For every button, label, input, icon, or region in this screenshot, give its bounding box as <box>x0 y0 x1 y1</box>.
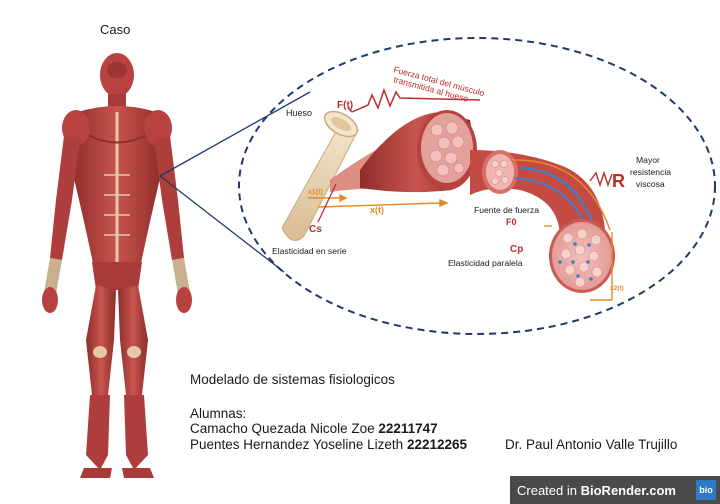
zoom-oval <box>238 37 716 335</box>
fuente-label: Fuente de fuerza <box>474 205 539 215</box>
f-t-label: F(t) <box>337 100 353 111</box>
professor-name: Dr. Paul Antonio Valle Trujillo <box>505 437 678 452</box>
muscle-belly <box>360 110 477 193</box>
bone-shape <box>281 110 359 241</box>
badge-prefix: Created in <box>517 482 577 498</box>
cs-pointer <box>317 183 337 223</box>
caso-label: Caso <box>100 22 131 37</box>
zoom-line-top <box>159 91 311 177</box>
force-spring <box>351 87 481 113</box>
badge-brand: BioRender.com <box>580 482 676 498</box>
badge-text: Created in BioRender.com <box>510 483 676 498</box>
biorender-badge[interactable]: Created in BioRender.com bio <box>510 476 720 504</box>
displacement-arrows <box>308 193 613 301</box>
r-label: R <box>612 171 625 191</box>
student-2-id: 22212265 <box>406 437 468 452</box>
r-desc-3: viscosa <box>636 179 665 189</box>
r-desc-2: resistencia <box>630 167 671 177</box>
students-heading: Alumnas: <box>190 406 247 421</box>
cs-label: Cs <box>309 224 322 235</box>
x2t-label: x2(t) <box>610 285 624 292</box>
r-desc-1: Mayor <box>636 155 660 165</box>
cp-desc-label: Elasticidad paralela <box>448 258 523 268</box>
f0-label: F0 <box>506 217 517 227</box>
student-2-name: Puentes Hernandez Yoseline Lizeth <box>190 437 404 452</box>
cs-desc-label: Elasticidad en serie <box>272 246 347 256</box>
xt-label: x(t) <box>370 205 384 215</box>
hueso-label: Hueso <box>286 108 312 118</box>
cp-label: Cp <box>510 244 523 255</box>
x1t-label: x1(t) <box>308 189 323 196</box>
course-title: Modelado de sistemas fisiologicos <box>190 372 395 387</box>
student-1-id: 22211747 <box>378 421 438 436</box>
biorender-logo-icon: bio <box>696 480 716 500</box>
human-figure <box>42 53 192 478</box>
student-1-name: Camacho Quezada Nicole Zoe <box>190 421 375 436</box>
viscous-spring <box>589 170 613 188</box>
fascicle <box>470 150 615 293</box>
zoom-line-bottom <box>159 175 285 273</box>
student-2: Puentes Hernandez Yoseline Lizeth 222122… <box>190 437 467 452</box>
student-1: Camacho Quezada Nicole Zoe 22211747 <box>190 421 438 436</box>
